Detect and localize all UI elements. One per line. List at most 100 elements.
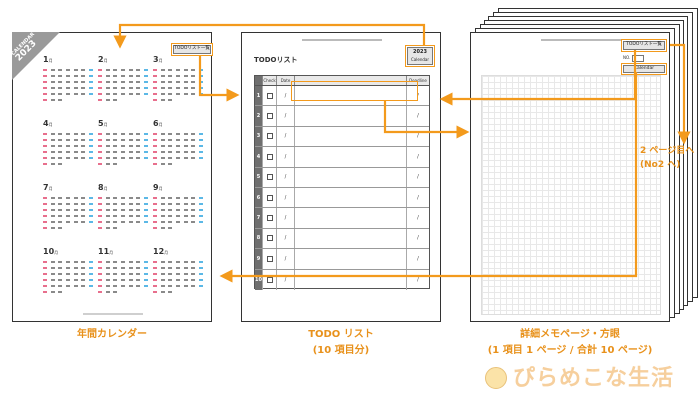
row-task[interactable]	[295, 167, 407, 187]
todo-title: TODOリスト	[254, 56, 298, 64]
row-deadline[interactable]: /	[417, 174, 419, 181]
day-cell	[120, 209, 125, 211]
day-cell	[98, 69, 102, 71]
day-cell	[105, 75, 110, 77]
memo-todo-link-tag[interactable]: TODOリスト一覧	[621, 39, 667, 52]
row-task[interactable]	[295, 147, 407, 167]
month-number: 1	[43, 55, 49, 64]
row-checkbox[interactable]	[263, 167, 277, 187]
day-cell	[198, 157, 203, 159]
row-checkbox[interactable]	[263, 187, 277, 208]
header-number	[255, 76, 263, 85]
todo-page: TODOリスト 2023 Calendar Check Date Deadlin…	[241, 32, 441, 322]
month-days	[153, 131, 203, 167]
checkbox-icon[interactable]	[266, 133, 273, 140]
row-checkbox[interactable]	[263, 86, 277, 106]
todo-rows: 1//2//3//4//5//6//7//8//9//10//	[255, 86, 429, 290]
todo-task-highlight[interactable]	[291, 81, 418, 101]
month-block: 2月	[98, 55, 148, 110]
day-cell	[199, 227, 203, 229]
row-date[interactable]: /	[277, 147, 295, 167]
checkbox-icon[interactable]	[266, 92, 273, 99]
day-cell	[88, 157, 93, 159]
day-cell	[198, 145, 203, 147]
day-cell	[81, 215, 86, 217]
row-task[interactable]	[295, 187, 407, 208]
day-cell	[175, 75, 180, 77]
row-checkbox[interactable]	[263, 208, 277, 228]
row-checkbox[interactable]	[263, 269, 277, 290]
day-cell	[198, 267, 203, 269]
month-block: 11月	[98, 247, 148, 302]
row-date[interactable]: /	[277, 208, 295, 228]
week-row	[98, 155, 148, 161]
row-date[interactable]: /	[277, 249, 295, 269]
todo-list-link-tag[interactable]: TODOリスト一覧	[171, 43, 213, 56]
day-cell	[73, 203, 78, 205]
checkbox-icon[interactable]	[266, 194, 273, 201]
day-cell	[98, 133, 102, 135]
checkbox-icon[interactable]	[266, 235, 273, 242]
checkbox-icon[interactable]	[266, 153, 273, 160]
day-cell	[168, 99, 173, 101]
day-cell	[98, 151, 102, 153]
row-deadline[interactable]: /	[417, 215, 419, 222]
day-cell	[191, 291, 195, 293]
checkbox-icon[interactable]	[266, 215, 273, 222]
day-cell	[50, 87, 55, 89]
day-cell	[153, 145, 157, 147]
row-task[interactable]	[295, 106, 407, 126]
todo-row: 3//	[255, 126, 429, 148]
row-deadline[interactable]: /	[417, 255, 419, 262]
row-checkbox[interactable]	[263, 106, 277, 126]
caption-todo: TODO リスト (10 項目分)	[241, 327, 441, 359]
day-cell	[50, 227, 55, 229]
memo-calendar-link-tag[interactable]: Calendar	[621, 63, 667, 75]
checkbox-icon[interactable]	[266, 174, 273, 181]
day-cell	[183, 197, 188, 199]
day-cell	[81, 203, 86, 205]
row-date[interactable]: /	[277, 126, 295, 147]
day-cell	[66, 99, 70, 101]
day-cell	[128, 93, 133, 95]
row-deadline[interactable]: /	[417, 194, 419, 201]
checkbox-icon[interactable]	[266, 276, 273, 283]
row-checkbox[interactable]	[263, 126, 277, 147]
row-deadline[interactable]: /	[417, 235, 419, 242]
day-cell	[58, 279, 63, 281]
row-date[interactable]: /	[277, 228, 295, 249]
row-date[interactable]: /	[277, 167, 295, 187]
day-cell	[183, 151, 188, 153]
checkbox-icon[interactable]	[266, 113, 273, 120]
day-cell	[105, 163, 110, 165]
day-cell	[73, 133, 78, 135]
row-task[interactable]	[295, 249, 407, 269]
checkbox-icon[interactable]	[266, 255, 273, 262]
row-date[interactable]: /	[277, 187, 295, 208]
month-number: 11	[98, 247, 110, 256]
row-deadline[interactable]: /	[417, 113, 419, 120]
row-date[interactable]: /	[277, 106, 295, 126]
day-cell	[98, 279, 102, 281]
calendar-link-tag[interactable]: 2023 Calendar	[405, 45, 435, 67]
week-row	[43, 219, 93, 225]
row-task[interactable]	[295, 208, 407, 228]
row-date[interactable]: /	[277, 269, 295, 290]
day-cell	[191, 209, 196, 211]
day-cell	[136, 267, 141, 269]
day-cell	[74, 99, 78, 101]
row-checkbox[interactable]	[263, 228, 277, 249]
row-deadline[interactable]: /	[417, 133, 419, 140]
row-deadline[interactable]: /	[417, 276, 419, 283]
day-cell	[58, 87, 63, 89]
day-cell	[144, 227, 148, 229]
row-checkbox[interactable]	[263, 147, 277, 167]
row-task[interactable]	[295, 126, 407, 147]
row-task[interactable]	[295, 269, 407, 290]
row-task[interactable]	[295, 228, 407, 249]
day-cell	[183, 279, 188, 281]
row-checkbox[interactable]	[263, 249, 277, 269]
day-cell	[88, 69, 93, 71]
day-cell	[153, 291, 157, 293]
row-deadline[interactable]: /	[417, 153, 419, 160]
